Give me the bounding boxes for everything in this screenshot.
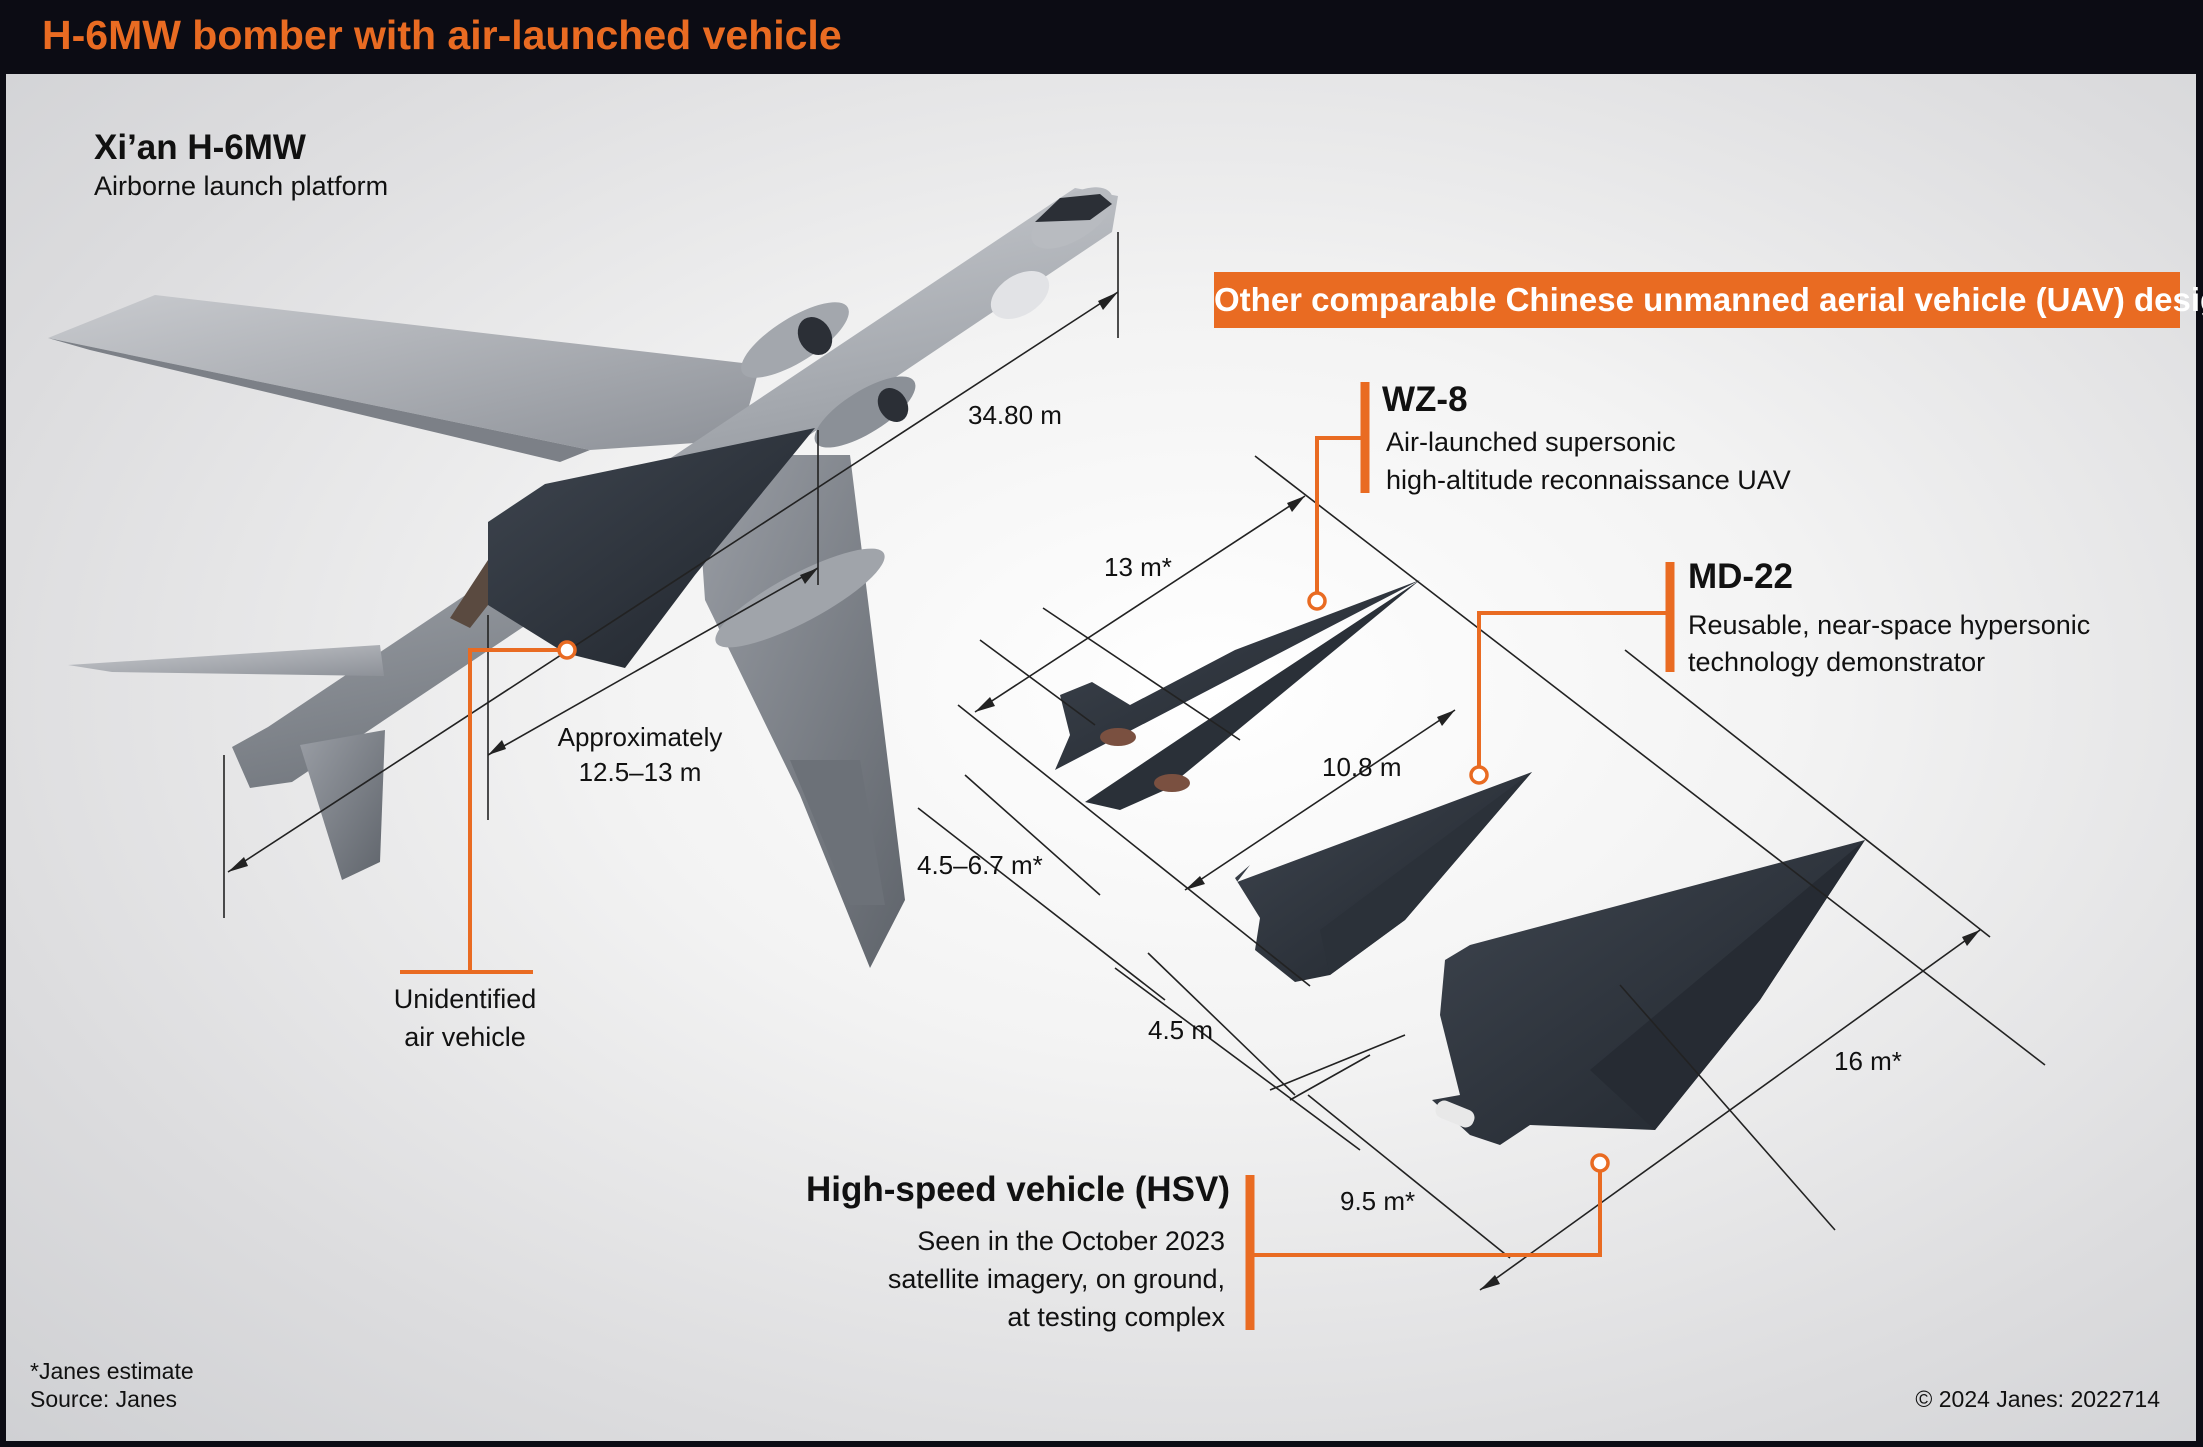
- bomber-tail-fin: [300, 730, 385, 880]
- wz8-description-line-2: high-altitude reconnaissance UAV: [1386, 465, 1791, 495]
- hsv-ext-2: [1619, 984, 1836, 1231]
- dim-hsv-span: 9.5 m*: [1340, 1186, 1416, 1216]
- dim-air-vehicle-line-2: 12.5–13 m: [578, 757, 702, 787]
- md22-dim: [1184, 709, 1456, 891]
- platform-name: Xi’an H-6MW: [94, 128, 306, 167]
- arrow-md22-rear: [1185, 876, 1205, 890]
- hsv-description-line-2: satellite imagery, on ground,: [887, 1264, 1225, 1294]
- md22-lower-wing: [1320, 772, 1532, 975]
- dim-md22-span: 4.5 m: [1148, 1015, 1214, 1045]
- wz8-ext-1: [1254, 455, 2046, 1066]
- md22-body: [1235, 772, 1532, 982]
- bomber-lower-wing-flap: [790, 760, 885, 905]
- arrow-wz8-rear: [975, 697, 995, 712]
- wz8-ext-4: [917, 807, 1166, 1001]
- dot-hsv: [1590, 1153, 1610, 1173]
- dim-wz8-length: 13 m*: [1104, 552, 1172, 582]
- platform-description: Airborne launch platform: [94, 171, 389, 201]
- footnote-estimate: *Janes estimate: [30, 1358, 194, 1384]
- wz8-lower-body: [1085, 580, 1420, 810]
- dim-wz8-span: 4.5–6.7 m*: [917, 850, 1043, 880]
- arrow-md22-front: [1437, 710, 1455, 726]
- leader-hsv: [1252, 1163, 1602, 1257]
- bomber-tail-plane: [68, 645, 384, 676]
- dim-hsv-length: 16 m*: [1834, 1046, 1902, 1076]
- hsv-drawing: [1432, 840, 1865, 1145]
- hsv-name: High-speed vehicle (HSV): [806, 1170, 1230, 1209]
- arrow-air-vehicle-rear: [488, 740, 506, 755]
- comparable-designs-banner: Other comparable Chinese unmanned aerial…: [1214, 272, 2203, 328]
- wz8-length-dim: [974, 495, 1306, 713]
- bomber-upper-wing-edge: [48, 338, 590, 462]
- hsv-ext-3: [1269, 1034, 1406, 1091]
- air-vehicle-drawing: [488, 428, 815, 668]
- bomber-upper-wing: [48, 295, 760, 450]
- footnote-source: Source: Janes: [30, 1386, 178, 1412]
- arrow-bomber-tail: [228, 857, 248, 872]
- hsv-ext-4: [1289, 1054, 1371, 1101]
- hsv-length-dim: [1479, 929, 1981, 1291]
- hsv-ext-1: [1624, 649, 1991, 938]
- dimension-arrows: [228, 292, 1980, 1290]
- dim-md22-length: 10.8 m: [1322, 752, 1402, 782]
- md22-drawing: [1235, 772, 1532, 982]
- dim-bomber-length: 34.80 m: [968, 400, 1062, 430]
- hsv-body: [1432, 840, 1865, 1145]
- wz8-nozzle-1: [1100, 728, 1136, 746]
- arrow-air-vehicle-front: [800, 568, 818, 584]
- dot-wz8: [1307, 591, 1327, 611]
- wz8-ext-2: [957, 704, 1311, 987]
- hsv-description-line-1: Seen in the October 2023: [917, 1226, 1225, 1256]
- md22-description-line-1: Reusable, near-space hypersonic: [1688, 610, 2091, 640]
- wz8-description-line-1: Air-launched supersonic: [1386, 427, 1676, 457]
- bomber-cockpit-glazing: [1035, 194, 1112, 222]
- bomber-chin-radome: [990, 271, 1050, 319]
- wz8-span-dim: [964, 774, 1101, 896]
- leader-unidentified: [468, 648, 565, 972]
- leader-md22: [1477, 611, 1668, 775]
- leader-dots: [557, 591, 1610, 1173]
- arrow-bomber-nose: [1098, 292, 1118, 310]
- header-bar: H-6MW bomber with air-launched vehicle: [0, 0, 2203, 74]
- wz8-nozzle-2: [1154, 774, 1190, 792]
- wz8-body: [1055, 580, 1420, 770]
- wz8-drawing: [1055, 580, 1420, 810]
- dot-unidentified: [557, 640, 577, 660]
- bomber-engine-upper-intake: [797, 317, 833, 355]
- arrow-hsv-rear: [1480, 1275, 1500, 1290]
- wz8-name: WZ-8: [1382, 380, 1468, 419]
- md22-ext-2: [1114, 967, 1361, 1151]
- dim-air-vehicle-line-1: Approximately: [557, 722, 723, 752]
- leader-lines: [400, 436, 1668, 1257]
- label-bars: [1245, 382, 1675, 1330]
- md22-span-dim: [1147, 952, 1296, 1096]
- air-vehicle-dim-line: [487, 567, 819, 756]
- h6mw-bomber-drawing: [48, 187, 1118, 968]
- arrow-hsv-front: [1962, 930, 1980, 946]
- dot-md22: [1469, 765, 1489, 785]
- hsv-span-dim: [1307, 1094, 1511, 1259]
- hsv-description-line-3: at testing complex: [1007, 1302, 1225, 1332]
- hsv-lower-surface: [1590, 840, 1865, 1130]
- page-title: H-6MW bomber with air-launched vehicle: [42, 12, 842, 58]
- unidentified-label-line-1: Unidentified: [393, 984, 537, 1014]
- wz8-ext-3: [979, 639, 1096, 726]
- unidentified-label-line-2: air vehicle: [404, 1022, 526, 1052]
- bomber-engine-lower-intake: [877, 388, 909, 422]
- md22-description-line-2: technology demonstrator: [1688, 647, 1986, 677]
- copyright: © 2024 Janes: 2022714: [1915, 1386, 2160, 1412]
- md22-name: MD-22: [1688, 557, 1794, 596]
- md22-ext-1: [1042, 607, 1241, 741]
- bomber-dim-line: [227, 291, 1119, 873]
- hsv-nozzle-1: [1435, 1100, 1475, 1128]
- leader-wz8: [1315, 436, 1365, 601]
- bomber-wing-pod: [715, 548, 885, 648]
- arrow-wz8-front: [1287, 496, 1305, 512]
- air-vehicle-underside: [450, 560, 488, 628]
